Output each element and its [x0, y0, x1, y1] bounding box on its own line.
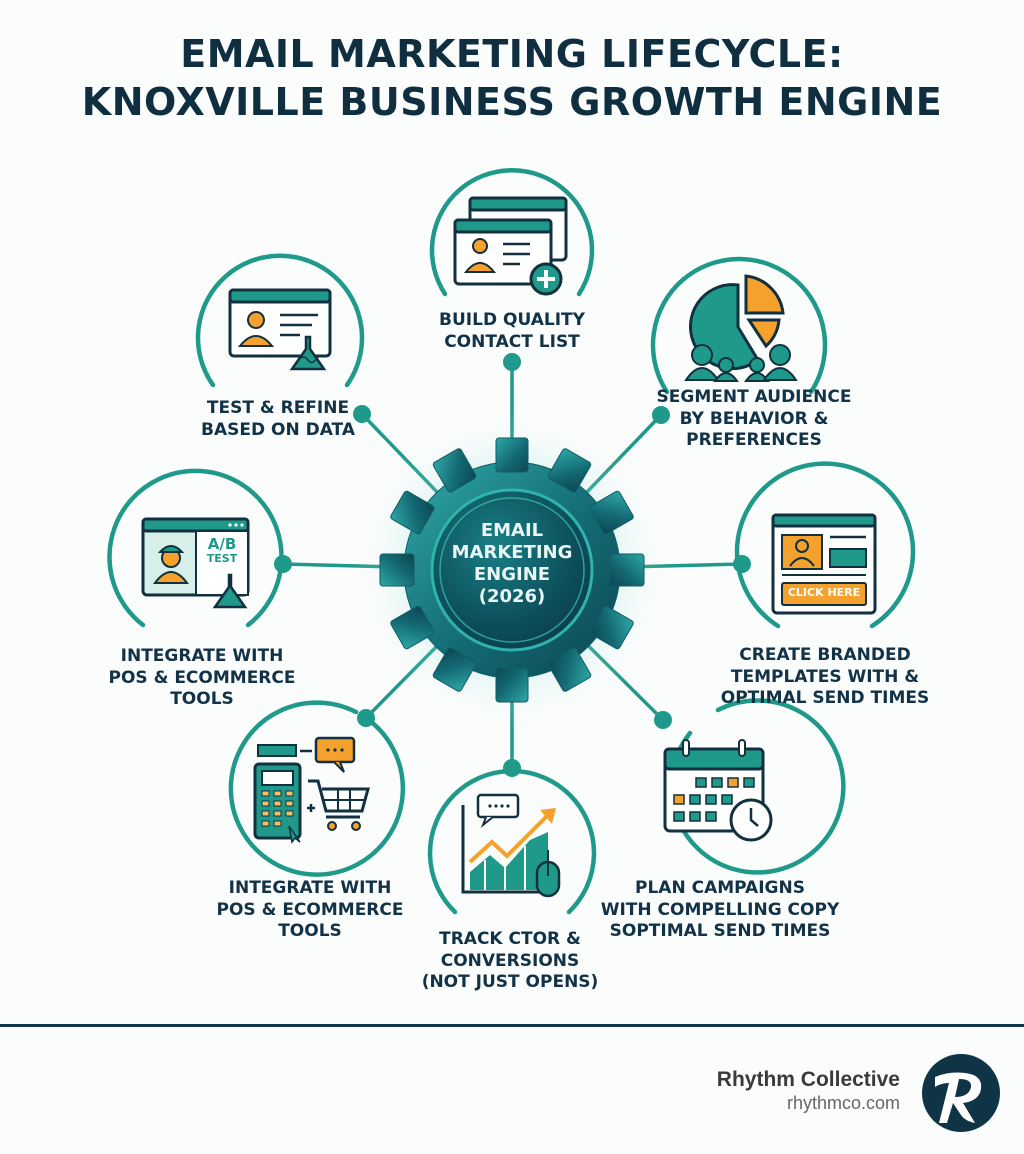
title-line-1: EMAIL MARKETING LIFECYCLE: — [180, 32, 844, 76]
node-label-test-refine: TEST & REFINE BASED ON DATA — [201, 398, 355, 440]
profile-flask-icon — [228, 288, 332, 371]
footer-divider — [0, 1024, 1024, 1027]
node-label-integrate-ab: INTEGRATE WITH POS & ECOMMERCE TOOLS — [108, 646, 296, 709]
node-label-integrate-pos: INTEGRATE WITH POS & ECOMMERCE TOOLS — [216, 878, 404, 941]
click-here-button-graphic: CLICK HERE — [787, 586, 861, 599]
lifecycle-diagram — [107, 168, 916, 915]
page-title: EMAIL MARKETING LIFECYCLE: KNOXVILLE BUS… — [0, 30, 1024, 126]
pos-cart-icon — [253, 736, 370, 844]
node-label-build-list: BUILD QUALITY CONTACT LIST — [439, 310, 585, 352]
ab-test-flask-icon — [141, 517, 250, 609]
center-engine-label: EMAIL MARKETING ENGINE (2026) — [451, 520, 573, 607]
email-template-icon — [771, 513, 877, 615]
gear-icon — [352, 410, 672, 730]
brand-name: Rhythm Collective — [716, 1068, 900, 1091]
brand-block: Rhythm Collective rhythmco.com — [717, 1068, 900, 1114]
contact-card-add-icon — [453, 196, 568, 296]
ab-label: A/B TEST — [206, 535, 238, 565]
node-label-plan: PLAN CAMPAIGNS WITH COMPELLING COPY SOPT… — [600, 878, 840, 941]
node-label-track: TRACK CTOR & CONVERSIONS (NOT JUST OPENS… — [421, 929, 599, 992]
growth-chart-mouse-icon — [461, 793, 561, 898]
node-label-segment: SEGMENT AUDIENCE BY BEHAVIOR & PREFERENC… — [656, 387, 852, 450]
title-line-2: KNOXVILLE BUSINESS GROWTH ENGINE — [81, 80, 943, 124]
calendar-clock-icon — [663, 739, 773, 842]
connector-dots — [274, 353, 751, 777]
pie-chart-people-icon — [684, 274, 798, 382]
node-label-templates: CREATE BRANDED TEMPLATES WITH & OPTIMAL … — [720, 645, 930, 708]
rhythm-logo-icon — [922, 1054, 1000, 1132]
brand-url: rhythmco.com — [786, 1093, 900, 1113]
